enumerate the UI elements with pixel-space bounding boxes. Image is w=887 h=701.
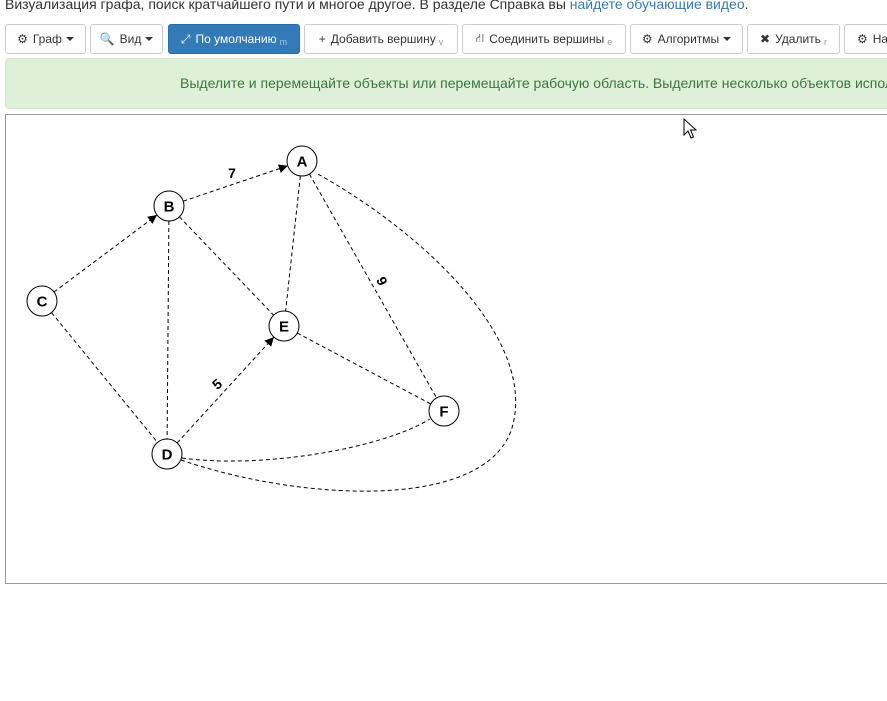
- nodes-layer: A B C D E F: [26, 145, 460, 470]
- vertex-label: A: [297, 154, 308, 171]
- vertex-label: E: [279, 319, 289, 336]
- default-label: По умолчанию: [195, 32, 277, 46]
- vertex-d[interactable]: D: [151, 438, 183, 470]
- vertex-label: C: [37, 294, 48, 311]
- hint-alert-text: Выделите и перемещайте объекты или перем…: [180, 75, 887, 91]
- graph-button[interactable]: ⚙ Граф: [5, 24, 86, 54]
- vertex-label: B: [164, 199, 175, 216]
- edge-b-e[interactable]: [179, 216, 274, 316]
- edge-d-f[interactable]: [181, 418, 431, 462]
- edge-d-e[interactable]: [176, 336, 275, 444]
- vertex-circle[interactable]: [286, 145, 318, 177]
- gear-icon: ⚙: [17, 32, 28, 46]
- intro-text-end: .: [744, 0, 749, 12]
- graph-canvas[interactable]: 7 5 9 A B C D E F: [5, 114, 887, 584]
- view-button[interactable]: 🔍 Вид: [90, 24, 163, 54]
- vertex-label: D: [162, 447, 173, 464]
- plus-icon: +: [318, 32, 326, 46]
- road-icon: ⛙: [475, 31, 485, 45]
- edge-d-a[interactable]: [180, 172, 517, 492]
- edge-c-d[interactable]: [51, 312, 158, 443]
- zoom-icon: 🔍: [99, 32, 115, 46]
- hint-alert: Выделите и перемещайте объекты или перем…: [5, 58, 887, 109]
- edge-weight-label: 9: [373, 274, 391, 288]
- edges-layer: [51, 164, 517, 492]
- vertex-circle[interactable]: [428, 395, 460, 427]
- edge-a-f[interactable]: [308, 173, 438, 399]
- expand-icon: ⤢: [180, 31, 191, 46]
- vertex-e[interactable]: E: [268, 310, 300, 342]
- caret-down-icon: [723, 37, 732, 41]
- connect-label: Соединить вершины: [489, 32, 605, 46]
- intro-text-main: Визуализация графа, поиск кратчайшего пу…: [5, 0, 570, 12]
- edge-weight-label: 5: [209, 375, 225, 392]
- vertex-b[interactable]: B: [153, 190, 185, 222]
- vertex-label: F: [439, 404, 448, 421]
- connect-shortcut: e: [607, 37, 613, 47]
- vertex-circle[interactable]: [151, 438, 183, 470]
- vertex-circle[interactable]: [26, 285, 58, 317]
- caret-down-icon: [65, 37, 74, 41]
- edge-b-a[interactable]: [183, 164, 288, 202]
- vertex-f[interactable]: F: [428, 395, 460, 427]
- edge-labels-layer: 7 5 9: [209, 165, 391, 393]
- add-vertex-shortcut: v: [438, 37, 444, 47]
- intro-text: Визуализация графа, поиск кратчайшего пу…: [5, 0, 887, 14]
- edge-b-d[interactable]: [166, 220, 170, 440]
- vertex-c[interactable]: C: [26, 285, 58, 317]
- caret-down-icon: [145, 37, 154, 41]
- edge-weight-label: 7: [228, 165, 236, 181]
- gear-icon: ⚙: [641, 32, 653, 46]
- graph-label: Граф: [32, 32, 62, 46]
- add-vertex-label: Добавить вершину: [330, 32, 436, 46]
- edge-c-b[interactable]: [53, 214, 158, 293]
- vertex-circle[interactable]: [153, 190, 185, 222]
- mouse-cursor-icon: [683, 118, 697, 139]
- algorithms-button[interactable]: ⚙ Алгоритмы: [630, 24, 743, 54]
- delete-label: Удалить: [775, 32, 821, 46]
- delete-shortcut: r: [823, 37, 827, 47]
- gear-icon: ⚙: [857, 32, 868, 46]
- edge-a-e[interactable]: [285, 175, 301, 312]
- settings-button[interactable]: ⚙ На: [844, 24, 887, 54]
- algorithms-label: Алгоритмы: [657, 32, 720, 46]
- edge-e-f[interactable]: [297, 332, 431, 405]
- view-label: Вид: [119, 32, 142, 46]
- tutorial-video-link[interactable]: найдете обучающие видео: [569, 0, 745, 12]
- vertex-a[interactable]: A: [286, 145, 318, 177]
- close-icon: ✖: [760, 32, 771, 46]
- settings-label: На: [872, 32, 887, 46]
- vertex-circle[interactable]: [268, 310, 300, 342]
- default-shortcut: m: [279, 37, 288, 47]
